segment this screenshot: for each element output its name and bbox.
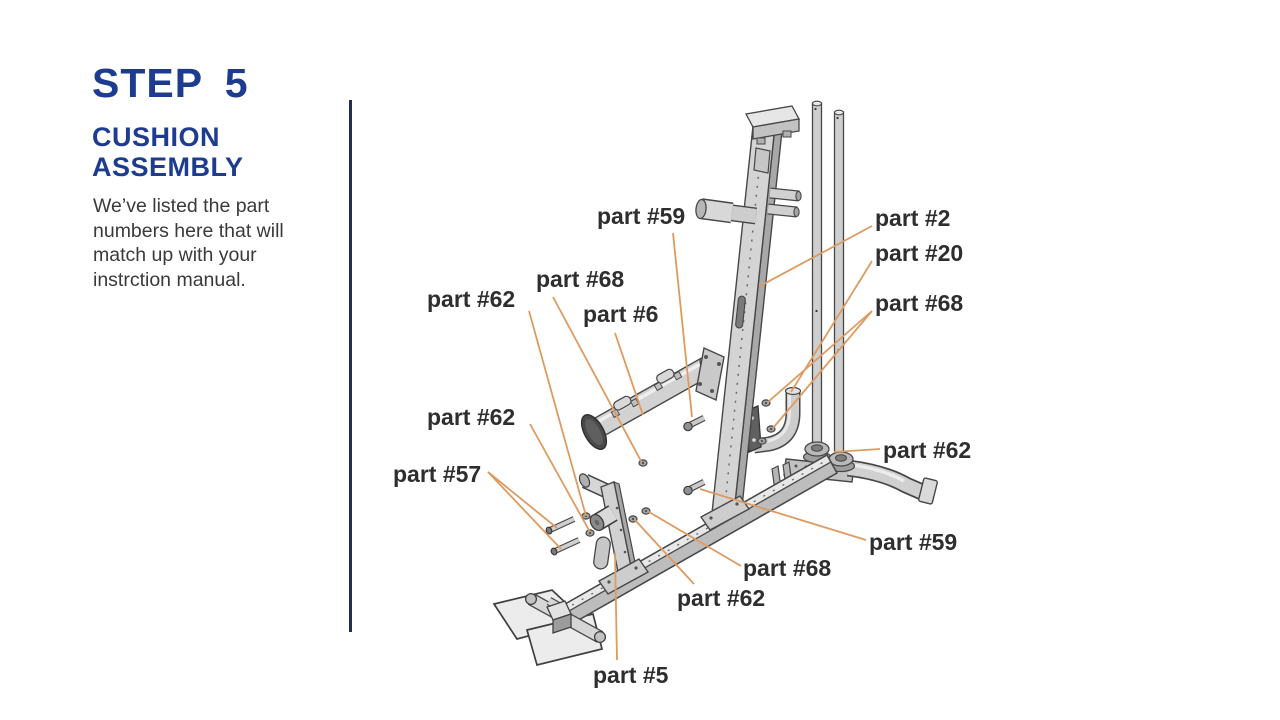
cushion-tube [580,357,713,450]
front-stabilizer-bar [524,592,607,644]
step-title: STEP 5 [92,60,249,106]
curved-bracket [753,386,802,454]
leader-line-part-68-bottom [648,511,742,567]
main-upright [711,105,800,518]
bolt [683,479,706,496]
screw [550,537,581,556]
assembly-title-line1: CUSHION [92,122,221,152]
seat-post-foot-bracket [597,558,650,595]
guide-rod-right [833,109,845,457]
leader-line-part-57 [487,471,562,550]
leader-line-part-68-upper [552,296,642,462]
nut [641,507,651,515]
leader-lines [487,225,881,661]
description-text: We’ve listed the part numbers here that … [93,195,284,291]
assembly-title: CUSHION ASSEMBLY [92,122,244,182]
nut [757,437,767,445]
rod-base-collar-right [826,451,856,473]
leader-line-part-6 [614,332,644,416]
leader-line-part-68-right [767,310,873,403]
leader-line-part-2 [759,225,873,287]
vertical-divider [349,100,352,632]
rear-curved-pipe [846,459,938,505]
leader-line-part-59-bottom [699,488,867,541]
weight-peg-arm [695,187,802,225]
tube-end-plate [695,346,725,402]
seat-post [578,473,639,583]
leader-line-part-62-upper [528,310,587,517]
screw [545,516,576,535]
bolt [683,415,706,432]
main-post-foot-bracket [699,495,751,531]
leader-line-part-57 [487,471,558,529]
leader-line-part-62-bottom [634,519,695,585]
rod-base-collar-left [802,441,832,464]
guide-rod-left [811,100,823,446]
tube-clamp [653,368,683,392]
leader-line-part-5 [614,552,618,661]
leader-line-part-62-right [833,448,881,453]
assembly-title-line2: ASSEMBLY [92,152,244,182]
leader-line-part-68-right [772,310,873,429]
leader-line-part-62-mid [529,423,591,533]
leader-line-part-59-top [672,232,693,418]
